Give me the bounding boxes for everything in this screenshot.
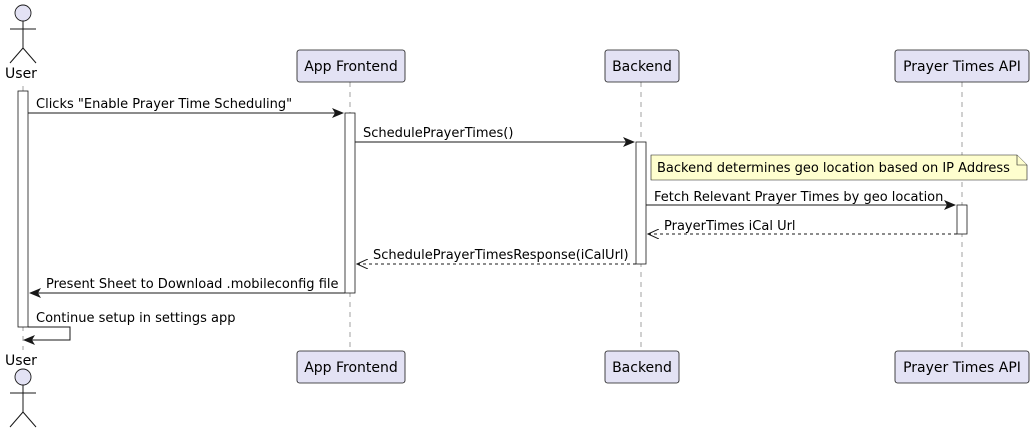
participant-prayer-api-label-bottom: Prayer Times API xyxy=(903,360,1021,376)
message-label: SchedulePrayerTimesResponse(iCalUrl) xyxy=(373,248,629,263)
actor-user-label-bottom: User xyxy=(5,353,37,369)
participant-app-frontend-label-top: App Frontend xyxy=(304,59,398,75)
message-label: Present Sheet to Download .mobileconfig … xyxy=(46,277,339,292)
message-schedule-prayer-times: SchedulePrayerTimes() xyxy=(355,126,635,147)
note-text: Backend determines geo location based on… xyxy=(657,161,1010,176)
activation-app-frontend xyxy=(344,112,356,294)
participant-backend-bottom: Backend xyxy=(604,350,680,384)
participant-backend-label-top: Backend xyxy=(612,59,672,75)
message-schedule-response-return: SchedulePrayerTimesResponse(iCalUrl) xyxy=(357,248,636,264)
activation-prayer-api xyxy=(956,204,968,235)
message-continue-setup: Continue setup in settings app xyxy=(23,311,236,345)
activation-user xyxy=(17,90,29,328)
participant-prayer-api-label-top: Prayer Times API xyxy=(903,59,1021,75)
message-label: SchedulePrayerTimes() xyxy=(363,126,513,141)
participant-app-frontend-bottom: App Frontend xyxy=(296,350,406,384)
message-label: PrayerTimes iCal Url xyxy=(664,219,796,234)
message-enable-scheduling: Clicks "Enable Prayer Time Scheduling" xyxy=(28,97,344,118)
participant-app-frontend-label-bottom: App Frontend xyxy=(304,360,398,376)
participant-backend-top: Backend xyxy=(604,49,680,83)
message-ical-url-return: PrayerTimes iCal Url xyxy=(648,219,957,234)
message-label: Fetch Relevant Prayer Times by geo locat… xyxy=(654,190,943,205)
note-geo-location: Backend determines geo location based on… xyxy=(650,154,1028,181)
message-label: Clicks "Enable Prayer Time Scheduling" xyxy=(36,97,292,112)
activation-backend xyxy=(635,141,647,265)
actor-user-label-top: User xyxy=(5,66,37,82)
actor-user-top: User xyxy=(5,4,37,82)
participant-prayer-api-bottom: Prayer Times API xyxy=(894,350,1030,384)
message-fetch-prayer-times: Fetch Relevant Prayer Times by geo locat… xyxy=(646,190,956,210)
actor-user-bottom: User xyxy=(5,353,37,428)
participant-prayer-api-top: Prayer Times API xyxy=(894,49,1030,83)
message-present-sheet: Present Sheet to Download .mobileconfig … xyxy=(29,277,345,298)
participant-app-frontend-top: App Frontend xyxy=(296,49,406,83)
participant-backend-label-bottom: Backend xyxy=(612,360,672,376)
message-label: Continue setup in settings app xyxy=(36,311,236,326)
